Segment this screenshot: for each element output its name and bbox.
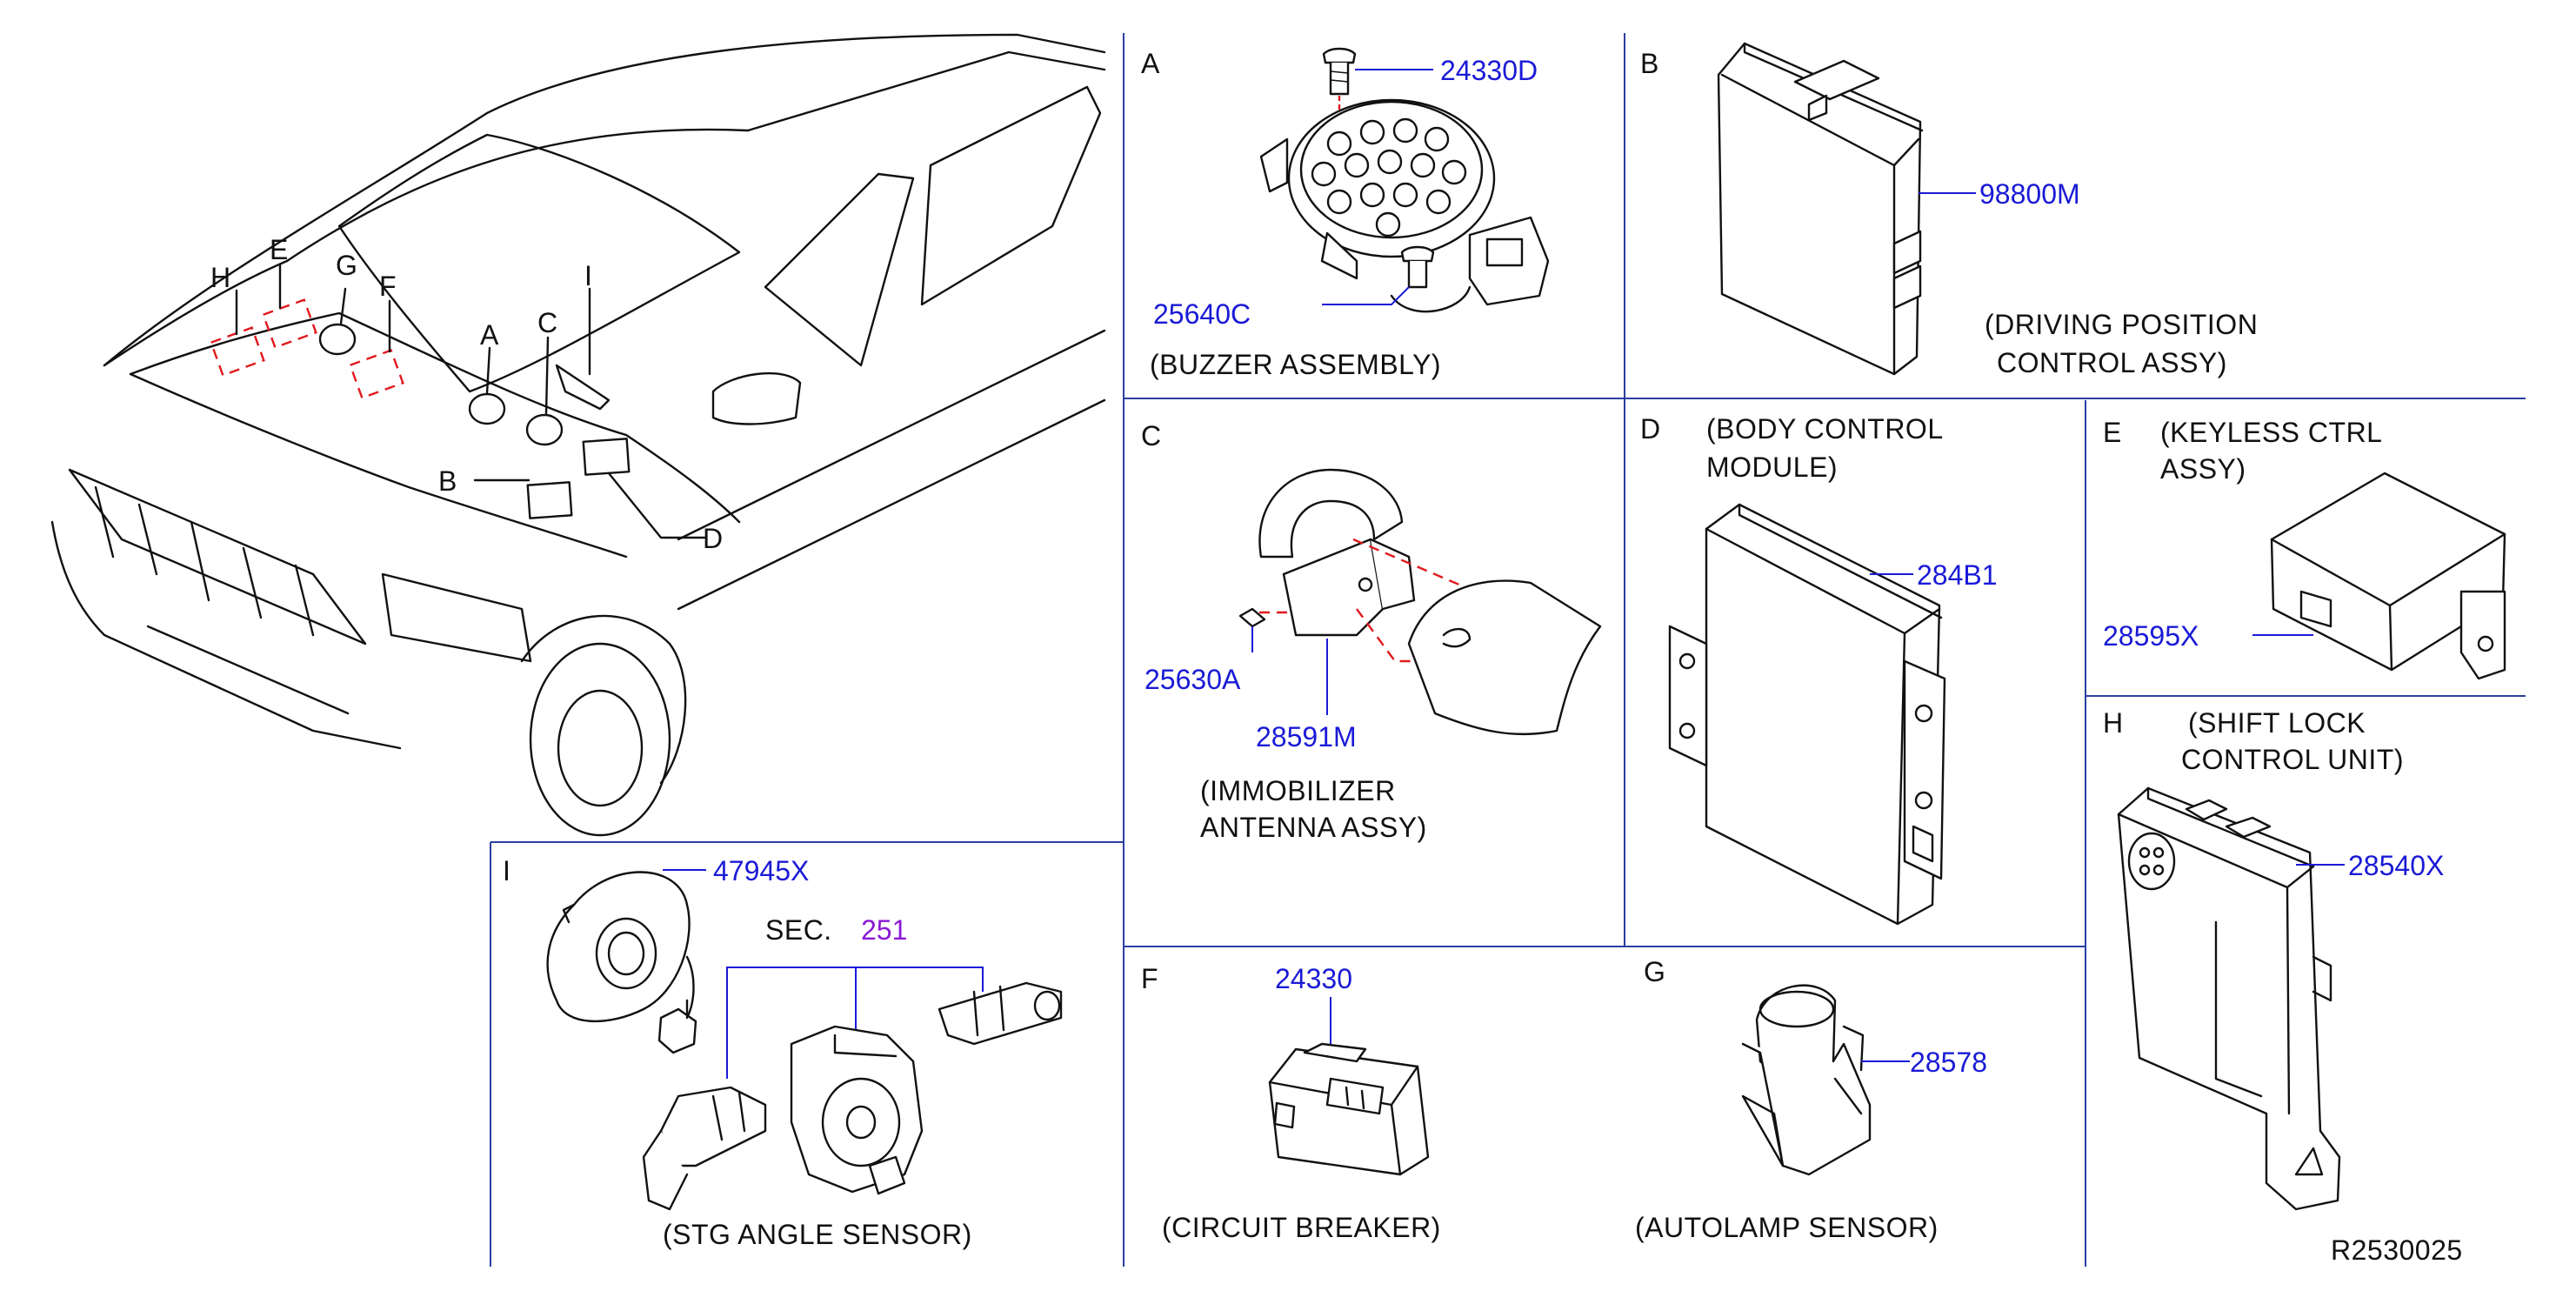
part-24330: 24330: [1275, 963, 1352, 994]
panel-c-letter: C: [1141, 420, 1162, 452]
part-284b1: 284B1: [1917, 559, 1998, 591]
panel-i-title: (STG ANGLE SENSOR): [663, 1219, 972, 1250]
panel-frame: [490, 33, 2526, 1267]
marker-i-label: I: [584, 260, 592, 291]
part-24330d: 24330D: [1440, 55, 1538, 86]
marker-e-label: E: [270, 234, 289, 265]
part-28578: 28578: [1910, 1047, 1987, 1078]
panel-d-title-1: (BODY CONTROL: [1706, 413, 1944, 445]
panel-g-title: (AUTOLAMP SENSOR): [1635, 1212, 1939, 1243]
panel-h-title-2: CONTROL UNIT): [2181, 744, 2404, 775]
panel-d: D (BODY CONTROL MODULE) 284B1: [1640, 413, 1998, 926]
part-25640c: 25640C: [1153, 298, 1251, 330]
panel-b-title-1: (DRIVING POSITION: [1985, 309, 2258, 340]
panel-a-title: (BUZZER ASSEMBLY): [1150, 349, 1441, 380]
part-28591m: 28591M: [1256, 721, 1357, 753]
panel-g-letter: G: [1644, 956, 1665, 987]
panel-b: B 98800M (DRIVING POSITION CONTROL ASSY): [1640, 42, 2258, 378]
panel-h-title-1: (SHIFT LOCK: [2188, 707, 2366, 739]
panel-a-letter: A: [1141, 48, 1160, 79]
panel-c: C 25630A 28591M (IMMOBILIZER ANTENNA ASS…: [1141, 420, 1602, 843]
panel-a: A 24330D 25640C (BUZZER ASSEMBLY): [1141, 47, 1550, 380]
marker-a-label: A: [480, 319, 499, 351]
panel-h-letter: H: [2103, 707, 2124, 739]
panel-i-letter: I: [503, 855, 511, 886]
overview-labels: H E G F A C I B D: [210, 234, 724, 554]
panel-f-title: (CIRCUIT BREAKER): [1162, 1212, 1441, 1243]
marker-g-label: G: [336, 250, 357, 281]
sec-ref-number: 251: [861, 914, 907, 946]
panel-f: F 24330 (CIRCUIT BREAKER): [1141, 963, 1441, 1243]
marker-c-label: C: [537, 307, 558, 338]
panel-f-letter: F: [1141, 963, 1158, 994]
marker-d-label: D: [703, 523, 724, 554]
panel-e: E (KEYLESS CTRL ASSY) 28595X: [2103, 417, 2506, 680]
panel-i: I 47945X SEC. 251 (STG ANGLE SENSOR): [503, 855, 1063, 1250]
sec-ref-prefix: SEC.: [765, 914, 832, 946]
panel-h: H (SHIFT LOCK CONTROL UNIT) 28540X: [2103, 707, 2444, 1211]
panel-e-title-1: (KEYLESS CTRL: [2160, 417, 2382, 448]
marker-b-label: B: [438, 465, 457, 497]
part-25630a: 25630A: [1145, 664, 1241, 695]
marker-h-label: H: [210, 262, 231, 293]
diagram-id: R2530025: [2331, 1234, 2463, 1266]
panel-c-title-1: (IMMOBILIZER: [1200, 775, 1396, 806]
part-47945x: 47945X: [713, 855, 809, 886]
panel-e-letter: E: [2103, 417, 2122, 448]
panel-g: G 28578 (AUTOLAMP SENSOR): [1635, 956, 1987, 1243]
vehicle-overview: [50, 33, 1106, 837]
panel-b-letter: B: [1640, 48, 1659, 79]
panel-c-title-2: ANTENNA ASSY): [1200, 812, 1427, 843]
panel-b-title-2: CONTROL ASSY): [1997, 347, 2227, 378]
panel-e-title-2: ASSY): [2160, 453, 2246, 485]
panel-d-letter: D: [1640, 413, 1661, 445]
marker-f-label: F: [379, 271, 397, 302]
part-98800m: 98800M: [1979, 178, 2080, 210]
panel-d-title-2: MODULE): [1706, 452, 1838, 483]
part-28595x: 28595X: [2103, 620, 2199, 652]
part-28540x: 28540X: [2348, 850, 2444, 881]
